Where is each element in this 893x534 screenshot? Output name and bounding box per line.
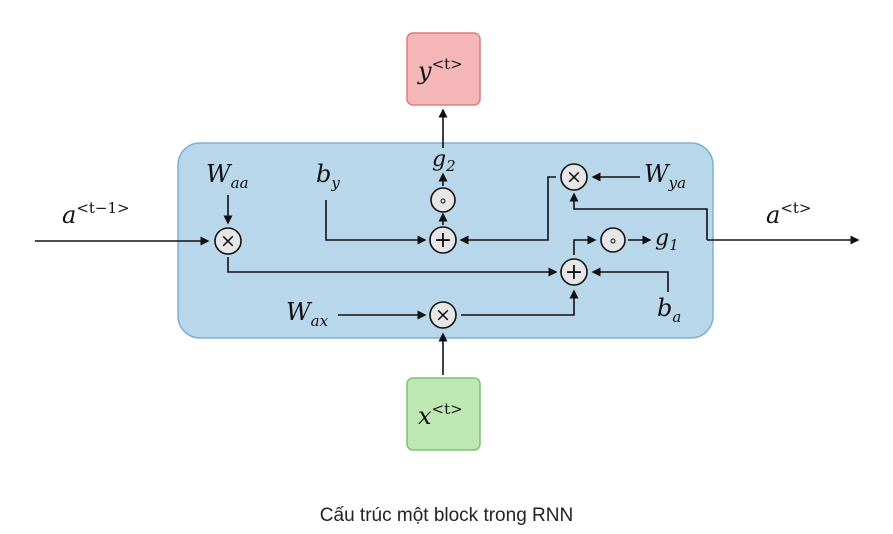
svg-text:×: × [220,230,236,252]
b-y-label: by [316,160,340,192]
svg-text:∘: ∘ [438,191,448,210]
sum-a-node: + [560,258,588,286]
multiply-ax-node: × [429,301,457,329]
output-box [406,32,481,106]
input-label: x<t> [418,400,463,430]
svg-text:+: + [565,260,583,285]
sum-to-g1-arrow [573,235,597,255]
multiply-aa-node: × [214,227,242,255]
figure-caption: Cấu trúc một block trong RNN [319,505,574,526]
b-a-label: ba [657,294,681,326]
by-arrow [325,200,427,245]
aa-to-sum-arrow [227,257,558,277]
a-to-wya-arrow [569,192,708,240]
w-aa-label: Waa [206,160,249,192]
output-label: y<t> [417,55,463,85]
ax-to-sum-arrow [461,289,579,316]
a-prev-label: a<t−1> [62,199,130,229]
multiply-ya-node: × [560,163,588,191]
ba-arrow [591,267,669,292]
svg-text:+: + [434,228,452,253]
g2-label: g2 [432,147,456,175]
svg-text:×: × [566,166,582,188]
g1-label: g1 [655,226,679,254]
input-box [406,377,481,451]
ya-to-sum-arrow [459,176,556,245]
svg-text:∘: ∘ [608,231,618,250]
svg-text:×: × [435,304,451,326]
w-ax-label: Wax [286,298,329,330]
w-ya-label: Wya [644,160,686,192]
compose-g2-node: ∘ [430,187,456,213]
a-next-label: a<t> [766,199,811,229]
compose-g1-node: ∘ [600,227,626,253]
sum-y-node: + [429,226,457,254]
